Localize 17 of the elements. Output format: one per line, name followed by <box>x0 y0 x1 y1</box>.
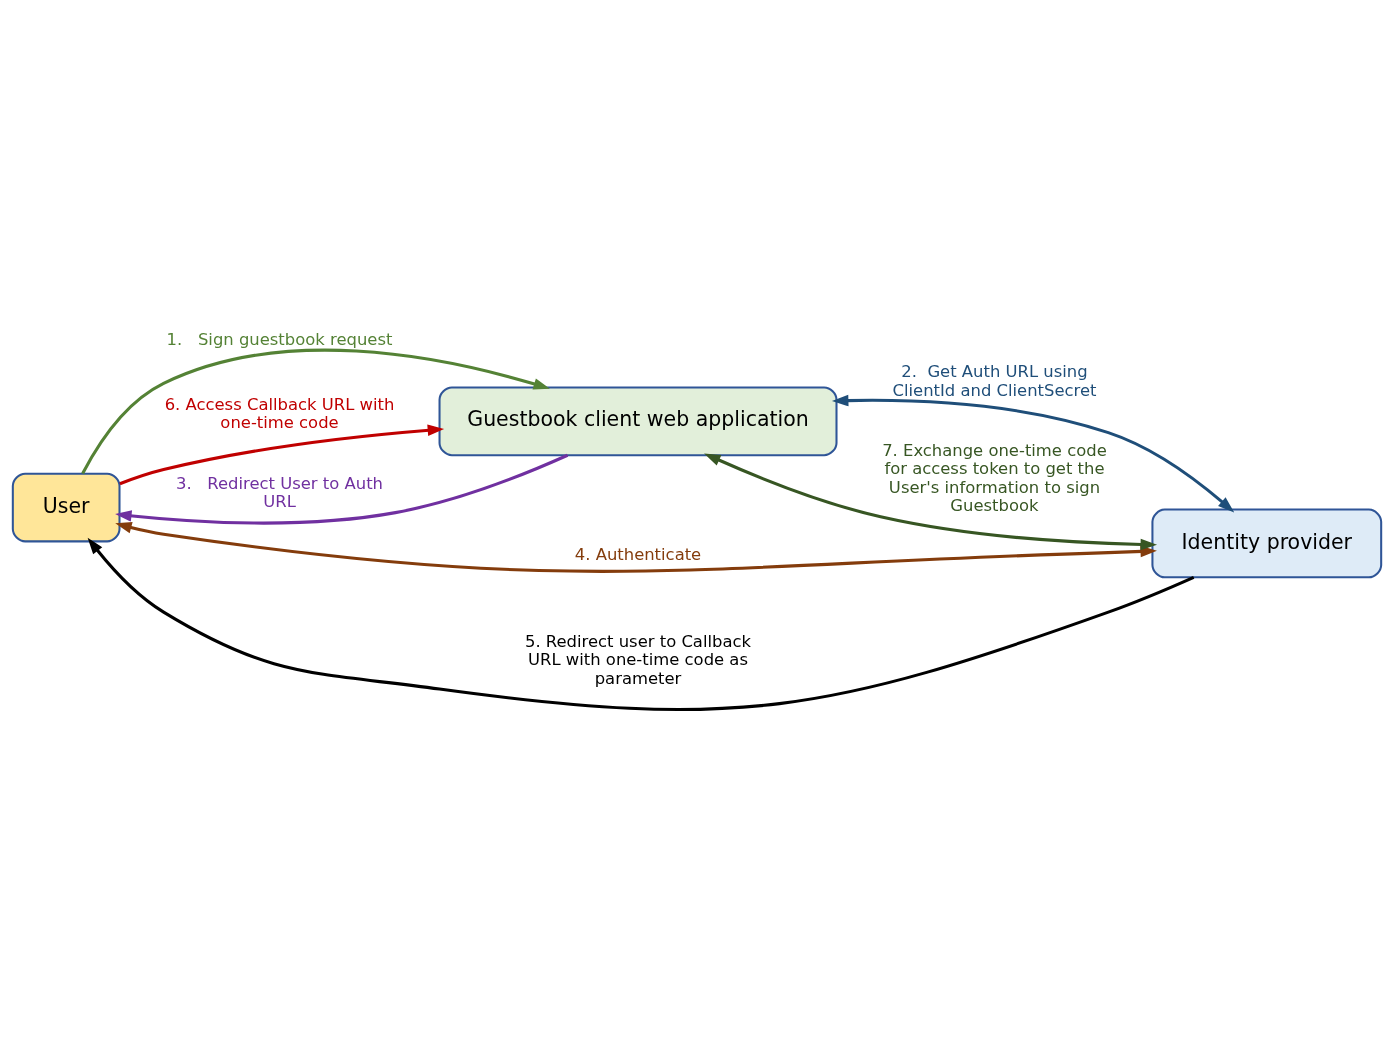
edge-label: 6. Access Callback URL with one-time code <box>164 394 395 432</box>
edge-label: 7. Exchange one-time code for access token to get the User's information to sign Guestbook <box>882 440 1107 515</box>
edge-label: 1. Sign guestbook request <box>166 329 393 349</box>
edge-label: 5. Redirect user to Callback URL with one-time code as parameter <box>525 631 752 688</box>
node-box: User <box>11 472 121 542</box>
arrow <box>115 453 569 525</box>
edge-label: 4. Authenticate <box>574 544 702 564</box>
arrow <box>831 394 1235 512</box>
arrow <box>704 452 1158 550</box>
node-box: Guestbook client web application <box>438 385 838 456</box>
edge-label: 3. Redirect User to Auth URL <box>176 473 383 511</box>
edge-label: 2. Get Auth URL using ClientId and ClientSecret <box>892 361 1097 399</box>
arrow <box>81 348 550 474</box>
node-box: Identity provider <box>1151 508 1383 578</box>
arrow <box>87 537 1195 711</box>
arrow <box>119 424 445 485</box>
arrow <box>115 521 1157 573</box>
